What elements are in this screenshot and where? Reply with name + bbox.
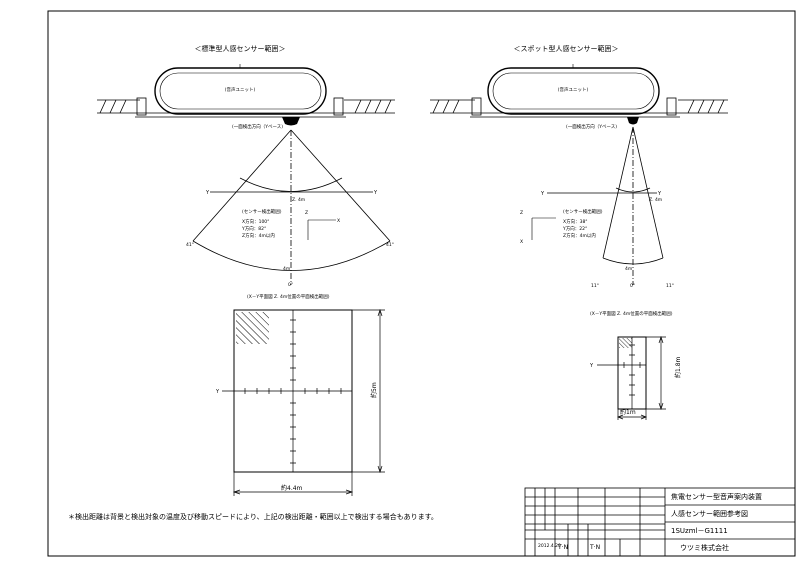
right-zero-label: 0° <box>630 283 635 289</box>
left-axis-x: X <box>337 218 340 224</box>
checked-by: T·N <box>589 544 600 551</box>
footnote: ＊検出距離は背景と検出対象の温度及び移動スピードにより、上記の検出距離・範囲以上… <box>68 512 438 521</box>
left-dim-width: 約4.4m <box>281 484 303 492</box>
right-dimension-lines <box>617 335 666 420</box>
drawing-date: 2012.4.20 <box>538 543 561 549</box>
left-ceiling <box>97 97 395 118</box>
right-unit-label: (音声ユニット) <box>558 86 589 93</box>
left-spec-2: Z方向：4m以内 <box>242 232 275 239</box>
right-angle-left: 11° <box>591 283 599 289</box>
right-y-left: Y <box>540 191 545 197</box>
right-spec-0: X方向：38° <box>563 218 588 225</box>
left-spec-1: Y方向：82° <box>241 225 266 232</box>
right-ceiling <box>430 97 728 118</box>
drawing-number: 1SUzml－G1111 <box>671 527 728 535</box>
right-spec-2: Z方向：4m以内 <box>563 232 596 239</box>
left-dim-height: 約5m <box>370 382 378 398</box>
right-spec-1: Y方向：22° <box>562 225 587 232</box>
right-detection-fan <box>547 126 664 285</box>
title-line-1: 焦電センサー型音声案内装置 <box>671 492 762 501</box>
right-z-label: Z. 4m <box>649 197 662 203</box>
right-plane-title: (X－Y平面図 Z. 4m位置の平面検出範囲) <box>590 310 673 317</box>
right-y-right: Y <box>657 191 662 197</box>
left-sensor-title: (センサー検出範囲) <box>242 208 282 215</box>
right-axis-z: Z <box>520 210 523 216</box>
right-dim-height: 約1.8m <box>674 356 682 378</box>
drawn-by: T·N <box>557 544 568 551</box>
right-detect-dir: (一面検出方向（Yベース) <box>566 123 617 130</box>
right-dim-width: 約1m <box>620 408 636 416</box>
left-axis-indicator <box>307 219 336 240</box>
right-angle-right: 11° <box>666 283 674 289</box>
company-name: ウツミ株式会社 <box>680 543 729 552</box>
left-unit-label: (音声ユニット) <box>225 86 256 93</box>
right-plane-hatch <box>619 338 632 348</box>
right-plane-axes <box>597 337 646 409</box>
title-line-2: 人感センサー範囲参考図 <box>671 509 748 518</box>
right-plane-y: Y <box>589 363 594 369</box>
left-angle-left: 41° <box>186 242 194 248</box>
left-sensor-icon <box>282 117 300 126</box>
left-detect-dir: (一面検出方向（Yベース) <box>232 123 283 130</box>
left-spec-0: X方向：100° <box>242 218 269 225</box>
left-plane-title: (X－Y平面図 Z. 4m位置の平面検出範囲) <box>247 293 330 300</box>
left-zero-label: 0° <box>288 282 293 288</box>
left-plane-y: Y <box>215 389 220 395</box>
left-angle-right: 41° <box>386 242 394 248</box>
left-heading: ＜標準型人感センサー範囲＞ <box>195 44 286 53</box>
right-panel: ＜スポット型人感センサー範囲＞ (音声ユニット) (一面検出方向（Yベース) Z… <box>430 44 728 420</box>
left-y-right: Y <box>373 190 378 196</box>
left-axis-z: Z <box>305 210 308 216</box>
right-sensor-title: (センサー検出範囲) <box>563 208 603 215</box>
left-dimension-lines <box>232 308 385 496</box>
title-block: 焦電センサー型音声案内装置 人感センサー範囲参考図 1SUzml－G1111 ウ… <box>524 487 796 557</box>
left-detection-fan <box>192 129 391 285</box>
sheet-frame <box>47 10 796 557</box>
left-plane-hatch <box>236 312 269 344</box>
right-dist-label: 4m <box>625 266 632 272</box>
right-sensor-icon <box>627 117 639 125</box>
right-axis-x: X <box>520 239 523 245</box>
left-voice-unit <box>154 67 327 115</box>
left-z-label: Z. 4m <box>292 197 305 203</box>
right-axis-indicator <box>531 217 556 240</box>
right-heading: ＜スポット型人感センサー範囲＞ <box>514 44 619 53</box>
left-y-left: Y <box>205 190 210 196</box>
left-panel: ＜標準型人感センサー範囲＞ (音声ユニット) (一面検出方向（Yベース) <box>97 44 395 496</box>
left-dist-label: 4m <box>283 266 290 272</box>
left-plane-axes <box>222 310 352 472</box>
right-voice-unit <box>487 67 660 115</box>
